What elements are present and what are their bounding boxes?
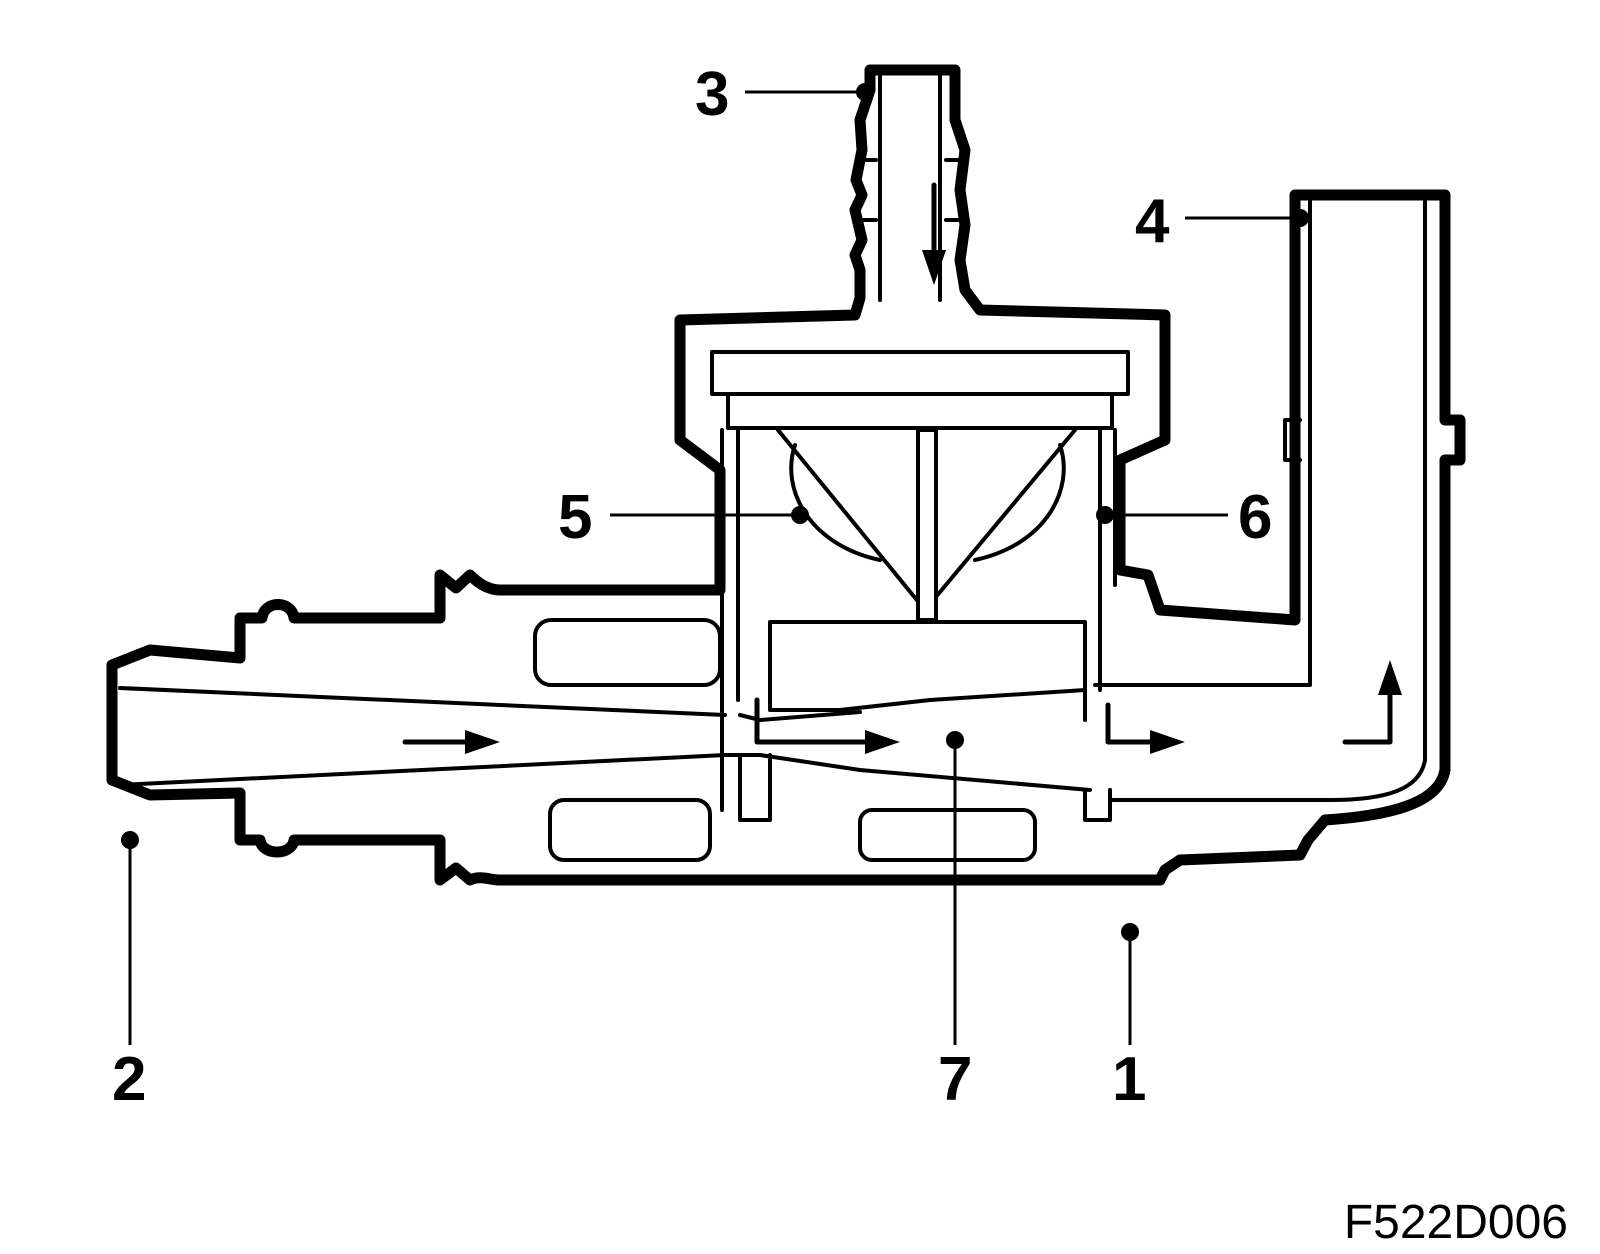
callout-7: 7	[938, 1045, 972, 1114]
cavity-lower-right	[858, 808, 1037, 862]
leader-2-dot	[121, 831, 139, 849]
cavity-lower-left	[548, 798, 712, 862]
callout-3: 3	[695, 60, 729, 129]
port-4-notch	[1283, 418, 1302, 462]
leaders	[121, 83, 1309, 1045]
housing-upper-outline	[106, 64, 1466, 886]
leader-3-dot	[856, 83, 874, 101]
port-4-inner-wall	[1093, 198, 1427, 802]
valve-stem	[916, 428, 938, 622]
callout-2: 2	[112, 1045, 146, 1114]
flow-arrowhead-down	[922, 250, 946, 285]
callout-labels: 3 4 5 6 2 7 1	[112, 60, 1272, 1114]
chamber-left-wall	[720, 428, 740, 812]
callout-5: 5	[558, 483, 592, 552]
leader-4-dot	[1291, 209, 1309, 227]
cavity-upper-left	[533, 618, 722, 687]
venturi-upper-wall	[118, 686, 727, 717]
valve-cap-plate	[710, 350, 1130, 396]
flow-arrow-mid	[754, 697, 873, 745]
outlet-lip	[1083, 688, 1112, 822]
valve-seat-plate	[726, 392, 1114, 430]
chamber-right-wall	[1098, 428, 1117, 692]
port-3-ridges	[860, 68, 962, 302]
leader-7-dot	[946, 731, 964, 749]
housing	[106, 64, 1466, 886]
figure-code: F522D006	[1344, 1196, 1568, 1249]
venturi-lower-wall	[118, 753, 1092, 792]
callout-1: 1	[1112, 1045, 1146, 1114]
flow-arrowhead-mid	[865, 730, 900, 754]
flow-arrow-up	[1342, 687, 1393, 745]
flow-arrowhead-up	[1378, 660, 1402, 695]
flow-arrowhead-inlet	[465, 730, 500, 754]
valve-plate	[768, 620, 1087, 712]
callout-4: 4	[1135, 187, 1170, 256]
venturi-passage	[118, 618, 1112, 862]
flow-arrow-outlet	[1105, 702, 1158, 745]
leader-5-dot	[791, 506, 809, 524]
flow-arrowhead-outlet	[1150, 730, 1185, 754]
leader-1-dot	[1121, 923, 1139, 941]
leader-6-dot	[1096, 506, 1114, 524]
flow-arrows	[402, 182, 1402, 754]
valve-chamber	[710, 350, 1130, 812]
venturi-inner-lip	[738, 710, 862, 822]
callout-6: 6	[1238, 483, 1272, 552]
